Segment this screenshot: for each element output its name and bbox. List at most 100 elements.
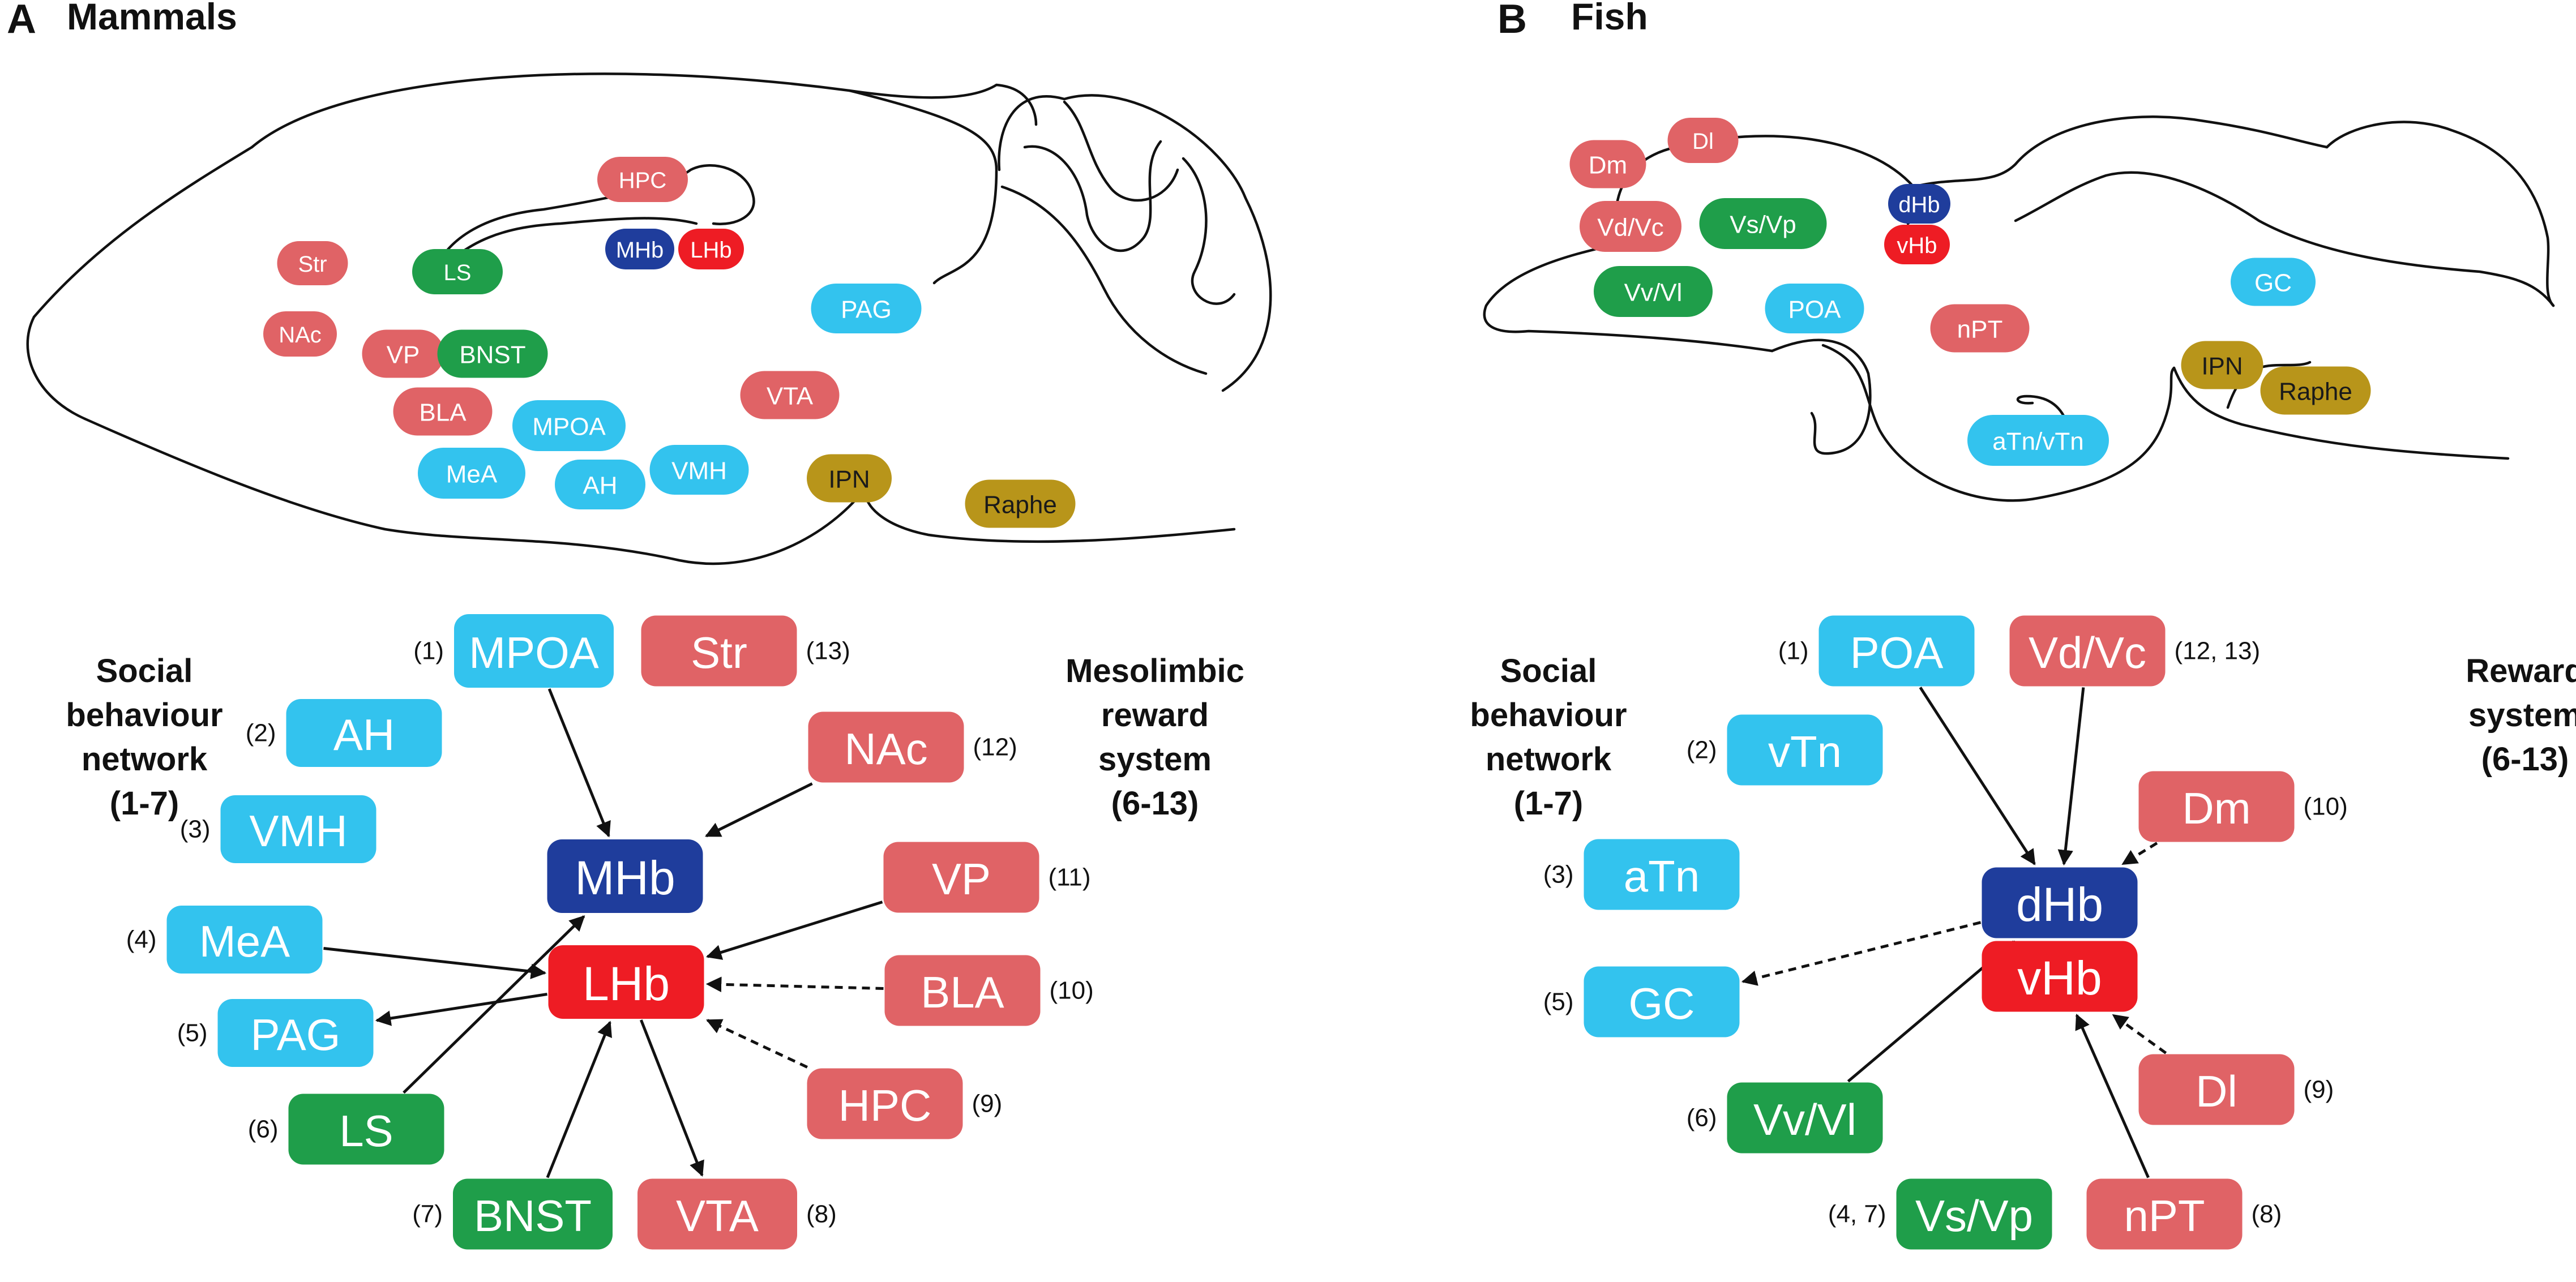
edge-lhb-to-vta (639, 1019, 704, 1177)
brain-region-str: Str (277, 241, 348, 285)
network-node-label: POA (1850, 628, 1944, 678)
brain-region-label: GC (2254, 269, 2292, 297)
network-node-ah: AH(2) (246, 699, 442, 767)
panel-b-network: POA(1)Vd/Vc(12, 13)vTn(2)Dm(10)aTn(3)dHb… (1543, 615, 2348, 1250)
brain-region-label: Dm (1589, 152, 1627, 179)
network-node-box (453, 1178, 613, 1250)
brain-region-npt: nPT (1930, 304, 2030, 353)
brain-region-pill (2260, 366, 2371, 415)
network-node-bla: BLA(10) (884, 955, 1094, 1026)
network-node-vv-vl: Vv/Vl(6) (1687, 1082, 1883, 1154)
network-node-vta: VTA (8) (637, 1178, 837, 1250)
network-node-label: Vs/Vp (1915, 1191, 2033, 1241)
network-node-box (883, 842, 1039, 913)
network-node-label: PAG (251, 1010, 341, 1060)
brain-region-pill (649, 445, 749, 495)
network-node-ref: (1) (1778, 637, 1809, 665)
network-node-pag: PAG(5) (177, 999, 374, 1067)
brain-region-mpoa: MPOA (512, 400, 626, 451)
network-node-vhb: vHb (1982, 941, 2138, 1012)
network-node-ref: (4, 7) (1828, 1200, 1886, 1228)
network-node-mpoa: MPOA(1) (413, 614, 614, 688)
network-node-box (548, 945, 704, 1019)
panel-a-connections (323, 688, 884, 1178)
network-node-label: VP (932, 854, 991, 904)
brain-region-pill (811, 284, 922, 333)
network-node-box (547, 839, 703, 913)
network-node-label: AH (333, 710, 395, 760)
network-node-box (1727, 714, 1883, 786)
network-node-str: Str(13) (641, 615, 850, 687)
network-node-lhb: LHb (548, 945, 704, 1019)
brain-region-vp: VP (362, 329, 444, 378)
network-node-ref: (9) (2304, 1076, 2334, 1104)
network-node-ref: (8) (2252, 1200, 2282, 1228)
brain-region-pill (605, 229, 674, 269)
network-node-label: LHb (583, 957, 670, 1010)
edge-bnst-to-lhb (546, 1021, 612, 1178)
network-node-dl: Dl(9) (2138, 1054, 2334, 1125)
brain-region-label: MPOA (532, 413, 606, 441)
brain-region-label: BNST (459, 341, 525, 369)
brain-region-gc: GC (2231, 258, 2316, 306)
edge-poa-to-dhb (1919, 687, 2036, 865)
brain-region-pill (362, 329, 444, 378)
network-node-label: VTA (676, 1191, 759, 1241)
network-node-gc: GC(5) (1543, 966, 1740, 1037)
brain-region-ah: AH (555, 460, 645, 509)
brain-region-pill (1930, 304, 2030, 353)
network-node-label: Vv/Vl (1753, 1095, 1856, 1144)
brain-region-pill (597, 157, 688, 202)
brain-region-pill (277, 241, 348, 285)
network-node-box (1896, 1178, 2052, 1250)
network-node-label: nPT (2124, 1191, 2205, 1241)
brain-region-label: AH (583, 472, 617, 500)
brain-region-label: LHb (690, 238, 731, 263)
network-node-ref: (3) (180, 816, 211, 843)
fish-brain-outline (1483, 115, 2555, 502)
brain-region-pill (1765, 284, 1864, 333)
network-node-mhb: MHb (547, 839, 703, 913)
brain-region-pill (2181, 341, 2263, 389)
edge-vp-to-lhb (705, 901, 883, 960)
brain-region-label: POA (1788, 296, 1842, 324)
network-node-ref: (3) (1543, 861, 1574, 889)
brain-region-label: MeA (446, 461, 498, 488)
network-node-box (1584, 839, 1740, 910)
edge-npt-to-vhb (2075, 1013, 2150, 1178)
brain-region-hpc: HPC (597, 157, 688, 202)
brain-region-pill (740, 371, 840, 419)
network-node-box (641, 615, 797, 687)
brain-region-pill (2231, 258, 2316, 306)
brain-region-label: LS (444, 260, 472, 285)
network-node-ref: (2) (1687, 736, 1717, 764)
brain-region-label: IPN (2201, 353, 2243, 380)
brain-region-label: aTn/vTn (1992, 428, 2083, 456)
edge-mea-to-lhb (323, 947, 547, 979)
brain-region-label: dHb (1898, 192, 1940, 217)
network-node-box (2138, 1054, 2295, 1125)
network-node-label: vTn (1768, 727, 1842, 777)
brain-region-poa: POA (1765, 284, 1864, 333)
brain-region-pill (555, 460, 645, 509)
brain-region-label: Raphe (983, 491, 1057, 519)
edge-mpoa-to-mhb (547, 688, 611, 838)
brain-region-pill (1569, 140, 1646, 188)
brain-region-pill (1884, 225, 1950, 264)
network-node-nac: NAc(12) (808, 711, 1017, 783)
network-node-box (637, 1178, 797, 1250)
brain-region-pill (393, 387, 493, 436)
network-node-box (1982, 941, 2138, 1012)
brain-region-label: Vd/Vc (1597, 214, 1663, 242)
brain-region-pill (437, 329, 548, 378)
brain-region-mhb: MHb (605, 229, 674, 269)
network-node-ls: LS(6) (248, 1094, 444, 1165)
network-node-label: LS (339, 1106, 393, 1156)
network-node-box (286, 699, 442, 767)
network-node-poa: POA (1) (1778, 615, 1975, 687)
network-node-ref: (8) (806, 1200, 837, 1228)
